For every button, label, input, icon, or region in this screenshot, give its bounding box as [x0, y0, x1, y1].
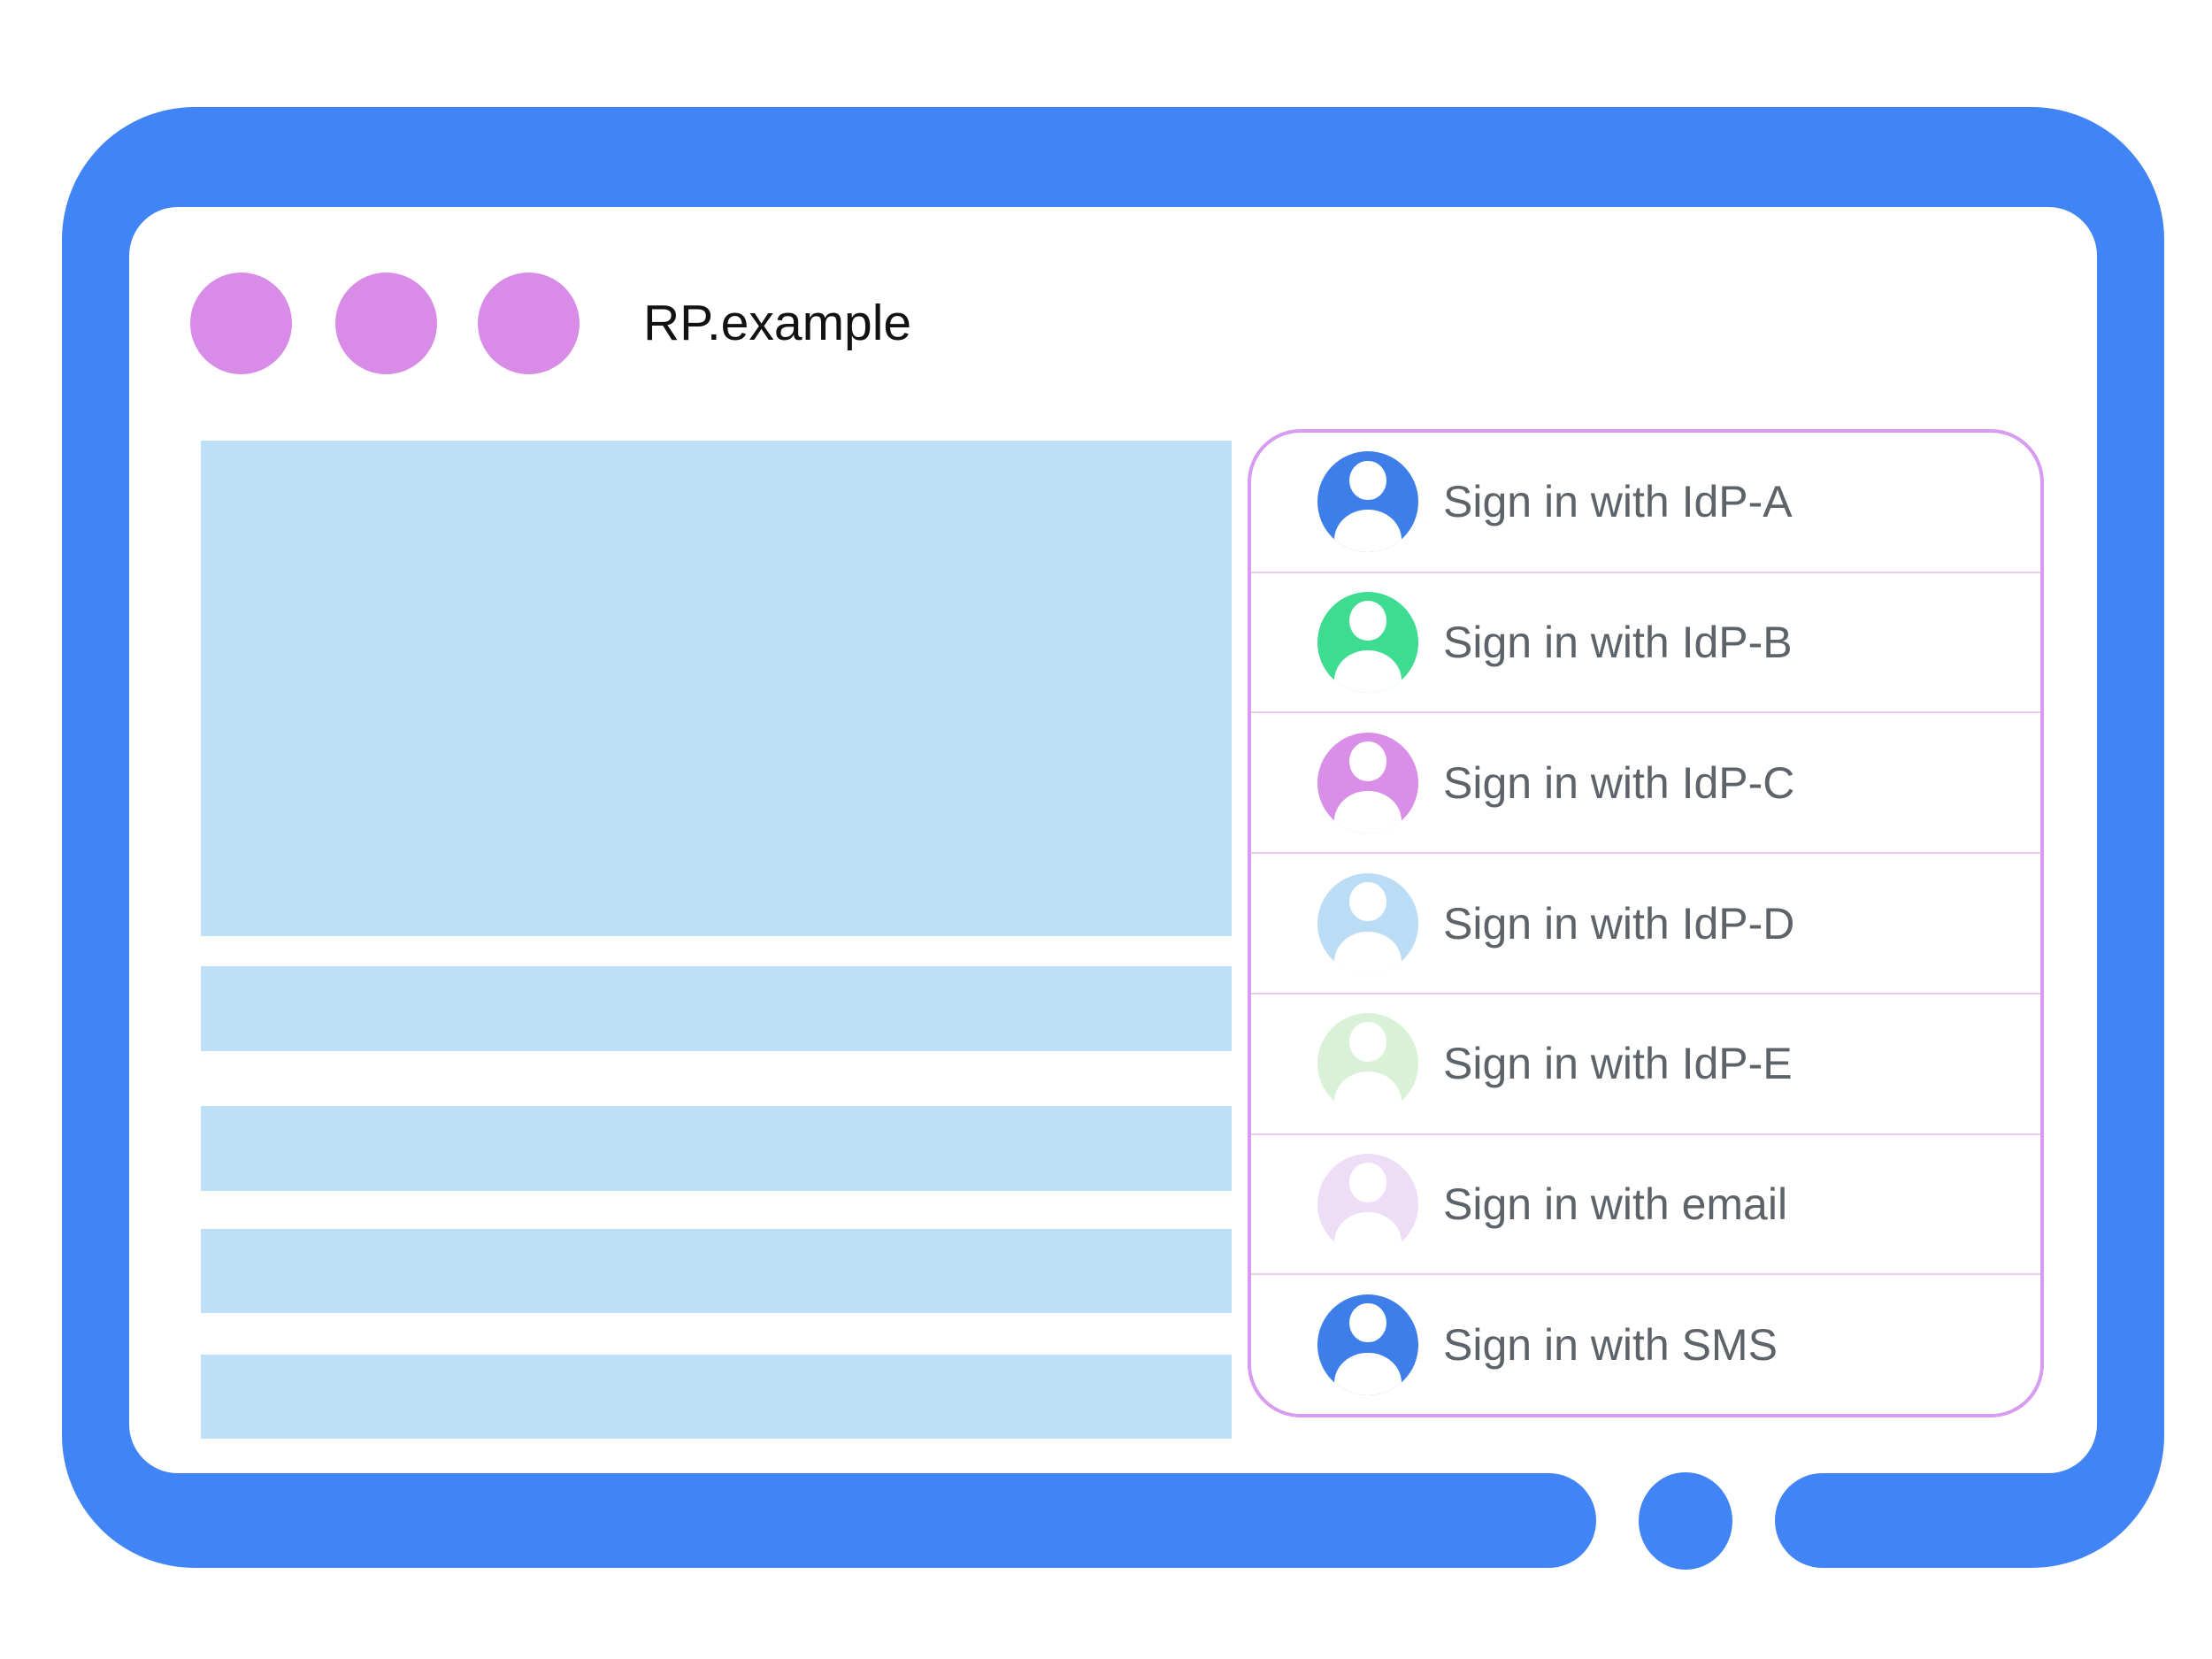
user-avatar-icon [1317, 1294, 1418, 1395]
avatar-head-shape [1349, 1022, 1386, 1062]
user-avatar-icon [1317, 1013, 1418, 1115]
signin-option-label: Sign in with IdP-D [1443, 898, 1795, 949]
user-avatar-icon [1317, 872, 1418, 974]
content-placeholder-line [201, 1355, 1232, 1439]
page-title: RP.example [643, 295, 912, 351]
frame-bottom-bar-right-cap [1775, 1473, 1867, 1568]
content-placeholder-line [201, 966, 1232, 1051]
avatar-torso-shape [1334, 650, 1402, 694]
signin-option-label: Sign in with email [1443, 1179, 1788, 1229]
frame-bottom-bar-left-cap [1504, 1473, 1596, 1568]
user-avatar-icon [1317, 592, 1418, 694]
avatar-head-shape [1349, 881, 1386, 922]
avatar-torso-shape [1334, 1071, 1402, 1115]
signin-option-email[interactable]: Sign in with email [1251, 1133, 2040, 1274]
account-chooser-panel: Sign in with IdP-A Sign in with IdP-B Si… [1248, 429, 2044, 1417]
avatar-head-shape [1349, 601, 1386, 641]
avatar-torso-shape [1334, 790, 1402, 833]
signin-option-idp-a[interactable]: Sign in with IdP-A [1251, 433, 2040, 572]
content-placeholder-hero [201, 441, 1232, 936]
window-control-dot-icon [190, 273, 292, 374]
content-placeholder-line [201, 1106, 1232, 1191]
signin-option-idp-c[interactable]: Sign in with IdP-C [1251, 711, 2040, 852]
avatar-torso-shape [1334, 1212, 1402, 1255]
avatar-torso-shape [1334, 510, 1402, 553]
signin-option-label: Sign in with IdP-C [1443, 757, 1795, 808]
signin-option-label: Sign in with IdP-A [1443, 477, 1793, 527]
frame-notch-circle [1639, 1472, 1732, 1570]
user-avatar-icon [1317, 732, 1418, 833]
signin-option-label: Sign in with SMS [1443, 1319, 1778, 1370]
window-control-dot-icon [478, 273, 580, 374]
signin-option-sms[interactable]: Sign in with SMS [1251, 1273, 2040, 1414]
signin-option-idp-e[interactable]: Sign in with IdP-E [1251, 992, 2040, 1133]
avatar-head-shape [1349, 1302, 1386, 1343]
signin-option-label: Sign in with IdP-E [1443, 1039, 1793, 1089]
avatar-torso-shape [1334, 1352, 1402, 1395]
window-control-dot-icon [335, 273, 437, 374]
user-avatar-icon [1317, 1153, 1418, 1255]
avatar-torso-shape [1334, 931, 1402, 974]
avatar-head-shape [1349, 460, 1386, 501]
avatar-head-shape [1349, 741, 1386, 781]
user-avatar-icon [1317, 451, 1418, 553]
signin-option-label: Sign in with IdP-B [1443, 618, 1793, 668]
content-placeholder-line [201, 1229, 1232, 1313]
signin-option-idp-b[interactable]: Sign in with IdP-B [1251, 571, 2040, 712]
avatar-head-shape [1349, 1163, 1386, 1202]
signin-option-idp-d[interactable]: Sign in with IdP-D [1251, 852, 2040, 993]
